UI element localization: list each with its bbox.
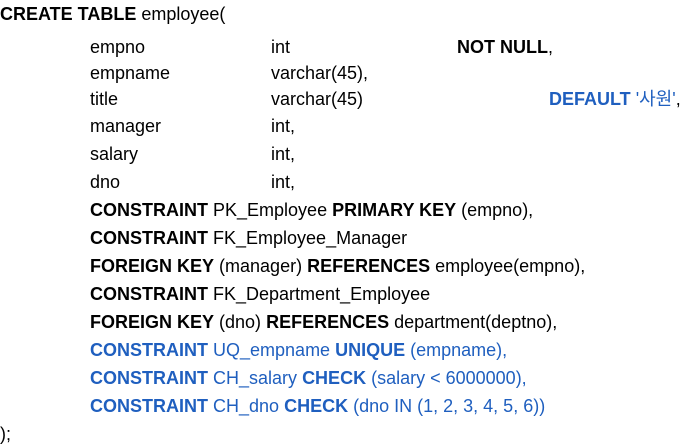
foreign-key-manager: FOREIGN KEY (manager) REFERENCES employe… bbox=[90, 254, 585, 278]
constraint-name: CH_salary bbox=[213, 368, 298, 388]
constraint-keyword: CONSTRAINT bbox=[90, 200, 208, 220]
constraint-check-salary: CONSTRAINT CH_salary CHECK (salary < 600… bbox=[90, 366, 527, 390]
column-name: title bbox=[90, 89, 119, 109]
constraint-body: (empname), bbox=[410, 340, 508, 360]
constraint-pk: CONSTRAINT PK_Employee PRIMARY KEY (empn… bbox=[90, 198, 533, 222]
default-clause: DEFAULT '사원', bbox=[549, 87, 681, 111]
primary-key-keyword: PRIMARY KEY bbox=[332, 200, 457, 220]
table-name: employee( bbox=[141, 4, 226, 24]
column-name: dno bbox=[90, 172, 121, 192]
foreign-key-keyword: FOREIGN KEY bbox=[90, 256, 215, 276]
constraint-keyword: CONSTRAINT bbox=[90, 228, 208, 248]
column-type: varchar(45) bbox=[271, 89, 364, 109]
column-name: empno bbox=[90, 37, 146, 57]
column-name: manager bbox=[90, 116, 162, 136]
check-keyword: CHECK bbox=[302, 368, 367, 388]
foreign-key-columns: (dno) bbox=[219, 312, 262, 332]
references-keyword: REFERENCES bbox=[266, 312, 390, 332]
references-keyword: REFERENCES bbox=[307, 256, 431, 276]
constraint-keyword: CONSTRAINT bbox=[90, 396, 208, 416]
constraint-keyword: CONSTRAINT bbox=[90, 340, 208, 360]
constraint-check-dno: CONSTRAINT CH_dno CHECK (dno IN (1, 2, 3… bbox=[90, 394, 545, 418]
column-type: int bbox=[271, 37, 291, 57]
column-name: empname bbox=[90, 63, 171, 83]
constraint-body: (empno), bbox=[461, 200, 534, 220]
check-keyword: CHECK bbox=[284, 396, 349, 416]
default-keyword: DEFAULT bbox=[549, 89, 631, 109]
not-null-keyword: NOT NULL bbox=[457, 37, 548, 57]
constraint-name: FK_Department_Employee bbox=[213, 284, 431, 304]
foreign-key-department: FOREIGN KEY (dno) REFERENCES department(… bbox=[90, 310, 557, 334]
default-value: '사원' bbox=[635, 89, 676, 109]
constraint-keyword: CONSTRAINT bbox=[90, 284, 208, 304]
closing-paren: ); bbox=[0, 424, 11, 444]
constraint-body: (dno IN (1, 2, 3, 4, 5, 6)) bbox=[353, 396, 546, 416]
constraint-fk-department: CONSTRAINT FK_Department_Employee bbox=[90, 282, 430, 306]
constraint-fk-manager: CONSTRAINT FK_Employee_Manager bbox=[90, 226, 407, 250]
constraint-body: (salary < 6000000), bbox=[371, 368, 527, 388]
column-type: varchar(45), bbox=[271, 63, 369, 83]
column-type: int, bbox=[271, 144, 296, 164]
references-target: department(deptno), bbox=[394, 312, 558, 332]
comma: , bbox=[547, 37, 553, 57]
column-constraint: NOT NULL, bbox=[457, 35, 553, 59]
column-type: int, bbox=[271, 172, 296, 192]
foreign-key-keyword: FOREIGN KEY bbox=[90, 312, 215, 332]
references-target: employee(empno), bbox=[435, 256, 586, 276]
column-type: int, bbox=[271, 116, 296, 136]
constraint-name: CH_dno bbox=[213, 396, 280, 416]
create-table-keyword: CREATE TABLE bbox=[0, 4, 137, 24]
constraint-keyword: CONSTRAINT bbox=[90, 368, 208, 388]
constraint-unique: CONSTRAINT UQ_empname UNIQUE (empname), bbox=[90, 338, 507, 362]
create-table-line: CREATE TABLE employee( bbox=[0, 2, 225, 26]
comma: , bbox=[675, 89, 681, 109]
column-name: salary bbox=[90, 144, 139, 164]
constraint-name: UQ_empname bbox=[213, 340, 331, 360]
unique-keyword: UNIQUE bbox=[335, 340, 406, 360]
foreign-key-columns: (manager) bbox=[219, 256, 303, 276]
constraint-name: FK_Employee_Manager bbox=[213, 228, 408, 248]
constraint-name: PK_Employee bbox=[213, 200, 328, 220]
